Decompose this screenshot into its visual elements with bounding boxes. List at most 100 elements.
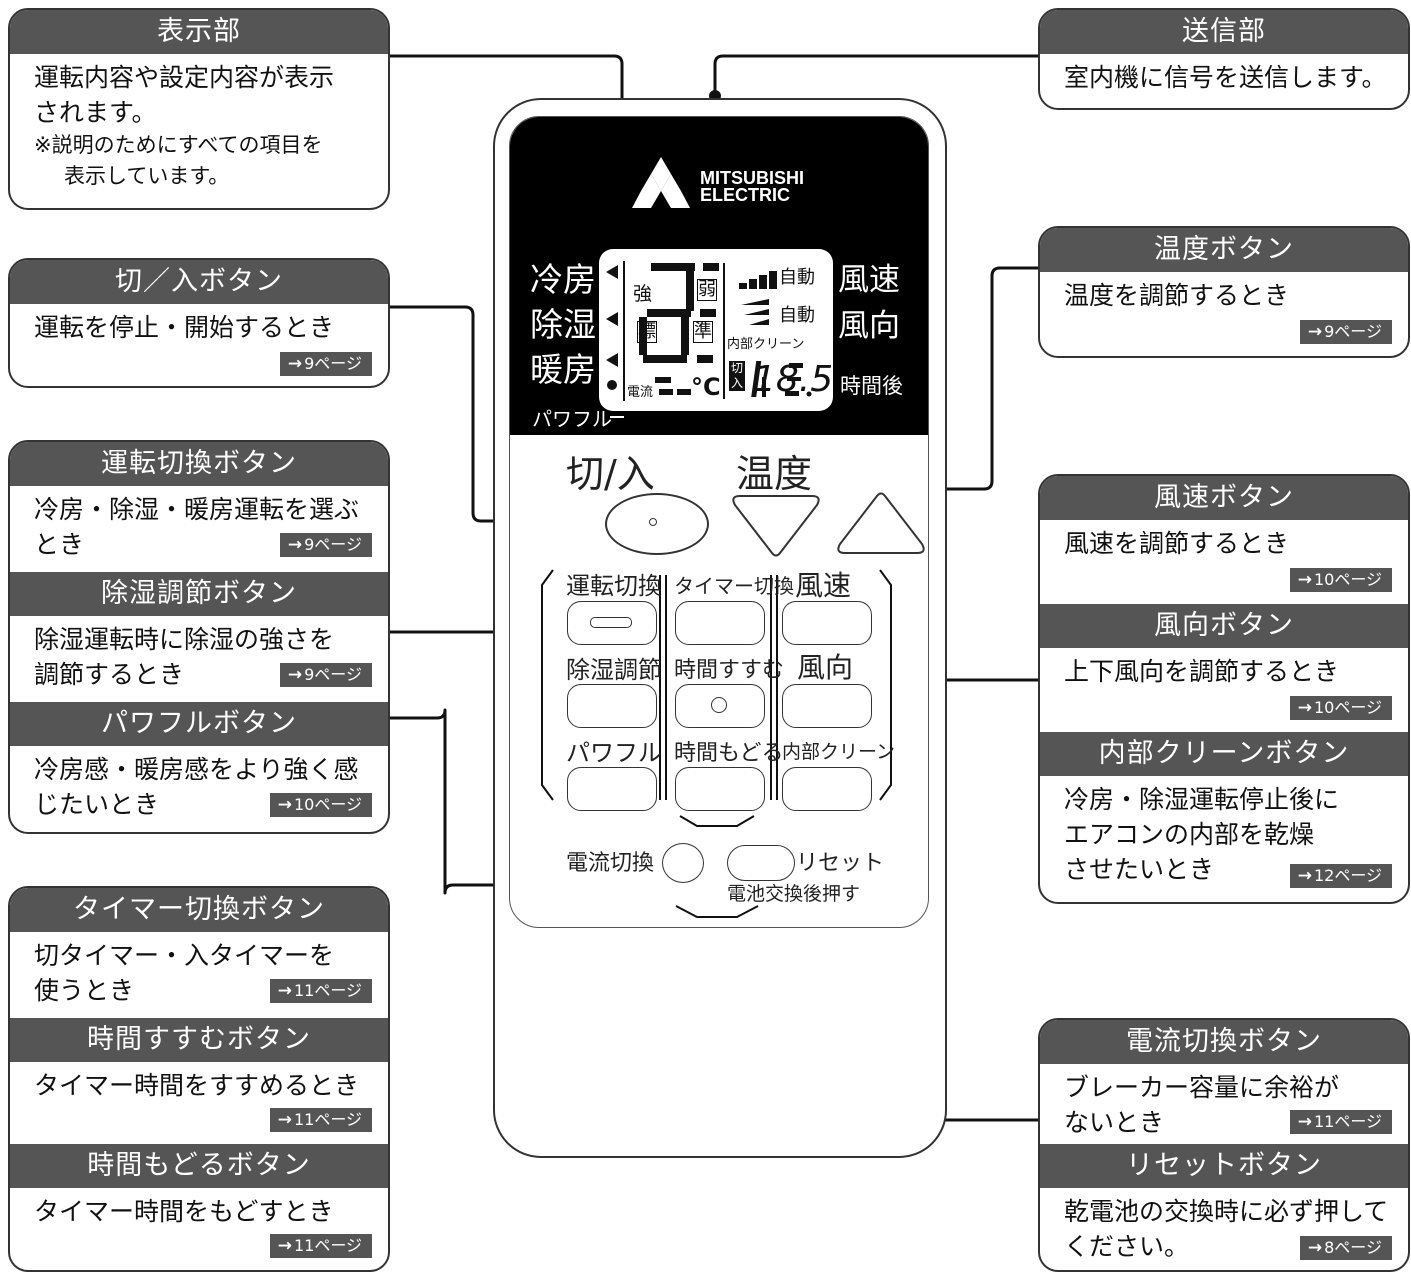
callout-line: とき	[34, 530, 85, 559]
page-ref-link[interactable]: →11ページ	[269, 1108, 372, 1132]
callout-note-line: 表示しています。	[64, 164, 230, 188]
arrow-right-icon: →	[1297, 698, 1312, 718]
callout-transmitter: 送信部 室内機に信号を送信します。	[1038, 8, 1410, 110]
page-ref-link[interactable]: →10ページ	[1289, 568, 1392, 592]
page-ref-link[interactable]: →9ページ	[279, 533, 372, 557]
mitsubishi-logo-icon	[632, 157, 690, 208]
callout-fan-speed: 風速ボタン 風速を調節するとき →10ページ	[1040, 476, 1408, 604]
callout-body: タイマー時間をすすめるとき	[10, 1062, 388, 1103]
callout-body: 冷房感・暖房感をより強く感 じたいとき	[10, 746, 388, 822]
fan-speed-label: 風速	[838, 262, 900, 298]
arrow-right-icon: →	[287, 535, 303, 555]
callout-line: 調節するとき	[34, 660, 185, 689]
page-ref-link[interactable]: →11ページ	[269, 1234, 372, 1258]
arrow-right-icon: →	[1297, 1112, 1312, 1132]
callout-mode-group: 運転切換ボタン 冷房・除湿・暖房運転を選ぶ とき →9ページ 除湿調節ボタン 除…	[8, 440, 390, 834]
current-switch-button[interactable]	[662, 843, 704, 883]
callout-powerful: パワフルボタン 冷房感・暖房感をより強く感 じたいとき →10ページ	[10, 702, 388, 832]
clean-button[interactable]	[782, 767, 872, 811]
time-back-button[interactable]	[675, 767, 765, 811]
page-ref-text: 9ページ	[304, 535, 362, 554]
callout-line: 冷房・除湿運転停止後に	[1064, 785, 1340, 814]
remote-face: MITSUBISHI ELECTRIC 冷房 除湿 暖房 パワフル 風速 風向 …	[509, 116, 929, 928]
mode-heat-label: 暖房	[530, 350, 596, 389]
fan-direction-button-label: 風向	[797, 651, 854, 684]
lcd-vane-auto-label: 自動	[779, 305, 815, 326]
callout-body: 乾電池の交換時に必ず押して ください。	[1040, 1188, 1408, 1264]
callout-line: 運転を停止・開始するとき	[34, 313, 335, 342]
callout-line: させたいとき	[1064, 855, 1215, 884]
callout-time-advance: 時間すすむボタン タイマー時間をすすめるとき →11ページ	[10, 1018, 388, 1144]
powerful-indicator-label: パワフル	[532, 407, 612, 431]
brand-line1: MITSUBISHI	[700, 168, 805, 188]
callout-body: 上下風向を調節するとき	[1040, 648, 1408, 689]
callout-line: タイマー時間をもどすとき	[34, 1197, 334, 1226]
lcd-clean-label: 内部クリーン	[727, 337, 805, 352]
clean-button-label: 内部クリーン	[782, 741, 896, 763]
current-switch-label: 電流切換	[566, 851, 655, 876]
arrow-right-icon: →	[277, 795, 292, 815]
fan-direction-label: 風向	[838, 308, 900, 344]
arrow-right-icon: →	[277, 981, 292, 1001]
timer-select-button-label: タイマー切換	[674, 574, 794, 598]
brand-line2: ELECTRIC	[700, 185, 790, 205]
lcd-segments	[606, 261, 812, 401]
callout-time-back: 時間もどるボタン タイマー時間をもどすとき →11ページ	[10, 1144, 388, 1270]
onoff-dot-icon	[649, 518, 657, 526]
callout-reset: リセットボタン 乾電池の交換時に必ず押して ください。 →8ページ	[1040, 1144, 1408, 1268]
mode-labels: 冷房 除湿 暖房	[530, 257, 596, 392]
page-ref-text: 9ページ	[304, 665, 362, 684]
page-ref-link[interactable]: →12ページ	[1289, 864, 1392, 888]
mode-button-label: 運転切換	[566, 572, 662, 600]
page-ref-link[interactable]: →9ページ	[1299, 320, 1392, 344]
callout-line: 温度を調節するとき	[1064, 281, 1290, 310]
page-ref-text: 9ページ	[304, 354, 362, 373]
page-ref-text: 11ページ	[293, 1110, 362, 1129]
lcd-off-on-label: 切入	[729, 361, 745, 391]
reset-button[interactable]	[727, 845, 795, 881]
page-ref-link[interactable]: →9ページ	[279, 663, 372, 687]
dehum-button[interactable]	[567, 684, 657, 728]
callout-timer-select: タイマー切換ボタン 切タイマー・入タイマーを 使うとき →11ページ	[10, 888, 388, 1018]
page-ref-link[interactable]: →11ページ	[1289, 1110, 1392, 1134]
callout-title: 除湿調節ボタン	[10, 572, 388, 616]
callout-line: じたいとき	[34, 790, 160, 819]
callout-body: 風速を調節するとき	[1040, 520, 1408, 561]
page-ref-link[interactable]: →8ページ	[1299, 1236, 1392, 1260]
mode-button[interactable]	[567, 601, 657, 645]
powerful-button[interactable]	[567, 767, 657, 811]
callout-body: 除湿運転時に除湿の強さを 調節するとき	[10, 616, 388, 692]
onoff-button[interactable]	[605, 493, 709, 555]
page-ref-link[interactable]: →9ページ	[279, 352, 372, 376]
page-ref-link[interactable]: →11ページ	[269, 979, 372, 1003]
callout-note-line: ※説明のためにすべての項目を	[34, 133, 323, 157]
mode-cool-label: 冷房	[530, 260, 596, 299]
callout-body: 運転を停止・開始するとき	[10, 304, 388, 345]
callout-note: ※説明のためにすべての項目を 表示しています。	[10, 130, 388, 192]
arrow-right-icon: →	[1297, 570, 1312, 590]
brand-name: MITSUBISHI ELECTRIC	[700, 168, 805, 205]
fan-speed-button[interactable]	[782, 601, 872, 645]
callout-line: 使うとき	[34, 976, 135, 1005]
callout-body: 切タイマー・入タイマーを 使うとき	[10, 932, 388, 1008]
fan-labels: 風速 風向	[838, 257, 900, 349]
lcd-current-label: 電流	[627, 385, 654, 400]
lcd-standard-label: 標	[637, 321, 657, 343]
page-ref-link[interactable]: →10ページ	[269, 793, 372, 817]
lcd-celsius-label: °C	[691, 373, 721, 401]
callout-title: 切／入ボタン	[10, 260, 388, 304]
fan-direction-button[interactable]	[782, 684, 872, 728]
page-ref-text: 11ページ	[293, 981, 362, 1000]
callout-timer-group: タイマー切換ボタン 切タイマー・入タイマーを 使うとき →11ページ 時間すすむ…	[8, 886, 390, 1272]
callout-line: 風速を調節するとき	[1064, 529, 1290, 558]
mode-dry-label: 除湿	[530, 305, 596, 344]
callout-line: ブレーカー容量に余裕が	[1064, 1073, 1340, 1102]
callout-line: ください。	[1064, 1232, 1190, 1261]
callout-line: エアコンの内部を乾燥	[1064, 820, 1315, 849]
callout-body: 冷房・除湿運転停止後に エアコンの内部を乾燥 させたいとき	[1040, 776, 1408, 887]
callout-body: 室内機に信号を送信します。	[1040, 54, 1408, 95]
callout-line: 室内機に信号を送信します。	[1064, 63, 1387, 92]
page-ref-link[interactable]: →10ページ	[1289, 696, 1392, 720]
callout-current-reset: 電流切換ボタン ブレーカー容量に余裕が ないとき →11ページ リセットボタン …	[1038, 1018, 1410, 1272]
timer-select-button[interactable]	[675, 601, 765, 645]
